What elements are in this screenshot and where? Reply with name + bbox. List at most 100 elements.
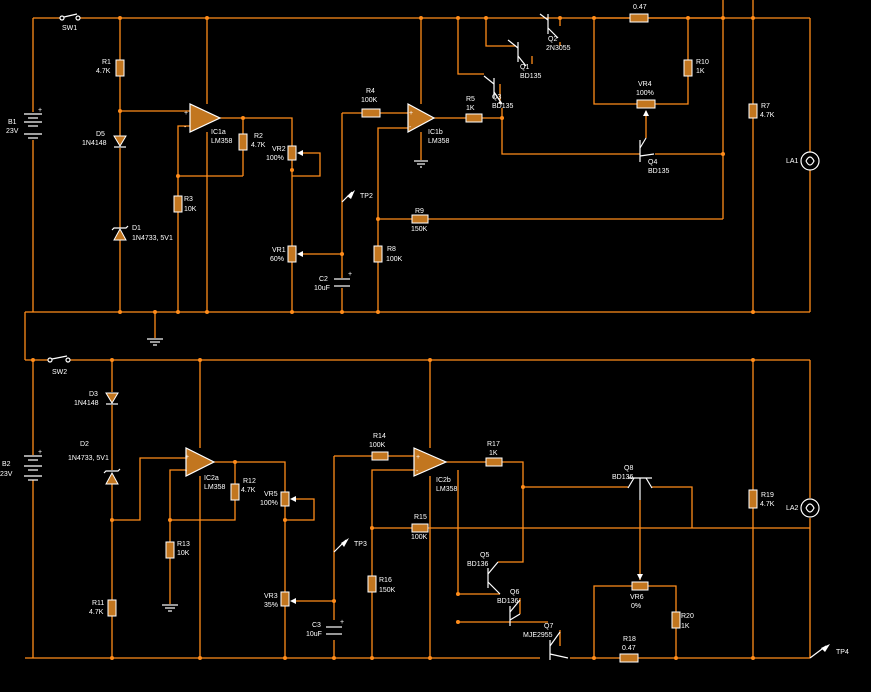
r19-value: 4.7K xyxy=(760,501,775,508)
r1-ref: R1 xyxy=(102,59,111,66)
junction-dots xyxy=(31,16,755,660)
d2-value: 1N4733, 5V1 xyxy=(68,455,109,462)
r13-value: 10K xyxy=(177,550,190,557)
vr1-value: 60% xyxy=(270,256,284,263)
potentiometer-vr5: VR5 100% xyxy=(260,491,296,507)
resistor-r17: R17 1K xyxy=(485,441,503,467)
svg-text:+: + xyxy=(416,454,420,461)
resistor-r10: R10 1K xyxy=(683,59,709,77)
vr1-ref: VR1 xyxy=(272,247,286,254)
r3-ref: R3 xyxy=(184,196,193,203)
d2-ref: D2 xyxy=(80,441,89,448)
q8-value: BD136 xyxy=(612,474,634,481)
r7-ref: R7 xyxy=(761,103,770,110)
q5-value: BD136 xyxy=(467,561,489,568)
resistor-r15: R15 100K xyxy=(411,514,429,541)
resistor-r20: R20 1K xyxy=(671,611,694,630)
d1-value: 1N4733, 5V1 xyxy=(132,235,173,242)
resistor-r11: R11 4.7K xyxy=(89,599,117,617)
sw1-label: SW1 xyxy=(62,25,77,32)
d3-ref: D3 xyxy=(89,391,98,398)
r17-ref: R17 xyxy=(487,441,500,448)
resistor-r19: R19 4.7K xyxy=(748,489,775,509)
ic2b-ref: IC2b xyxy=(436,477,451,484)
r7-value: 4.7K xyxy=(760,112,775,119)
r20-ref: R20 xyxy=(681,613,694,620)
b1-ref: B1 xyxy=(8,119,17,126)
svg-text:-: - xyxy=(416,468,419,475)
ground-symbol xyxy=(162,604,178,612)
vr6-value: 0% xyxy=(631,603,641,610)
q2-ref: Q2 xyxy=(548,36,557,43)
ground-symbol-main xyxy=(147,338,163,346)
diode-d5: D5 1N4148 xyxy=(82,131,127,148)
ic2a-value: LM358 xyxy=(204,484,226,491)
switch-sw2[interactable]: SW2 xyxy=(47,355,71,376)
c3-value: 10uF xyxy=(306,631,322,638)
capacitor-c2: + C2 10uF xyxy=(314,271,352,292)
top-circuit-wires xyxy=(24,0,811,360)
q3-value: BD135 xyxy=(492,103,514,110)
transistor-q5: Q5 BD136 xyxy=(467,552,501,595)
q7-value: MJE2955 xyxy=(523,632,553,639)
switch-sw1[interactable]: SW1 xyxy=(59,13,81,32)
r10-value: 1K xyxy=(696,68,705,75)
r2-ref: R2 xyxy=(254,133,263,140)
r9-value: 150K xyxy=(411,226,428,233)
la1-label: LA1 xyxy=(786,158,799,165)
vr5-value: 100% xyxy=(260,500,278,507)
potentiometer-vr4: VR4 100% xyxy=(636,81,656,116)
vr3-ref: VR3 xyxy=(264,593,278,600)
q5-ref: Q5 xyxy=(480,552,489,559)
d1-ref: D1 xyxy=(132,225,141,232)
svg-text:+: + xyxy=(38,449,42,456)
resistor-r12: R12 4.7K xyxy=(230,478,256,501)
vr6-ref: VR6 xyxy=(630,594,644,601)
r18-ref: R18 xyxy=(623,636,636,643)
c2-value: 10uF xyxy=(314,285,330,292)
svg-text:+: + xyxy=(185,454,189,461)
transistor-q3: Q3 BD135 xyxy=(483,75,514,110)
transistor-q4: Q4 BD135 xyxy=(639,137,670,175)
svg-text:-: - xyxy=(185,468,188,475)
c3-ref: C3 xyxy=(312,622,321,629)
r5-value: 1K xyxy=(466,105,475,112)
r1-value: 4.7K xyxy=(96,68,111,75)
ic1a-value: LM358 xyxy=(211,138,233,145)
c2-ref: C2 xyxy=(319,276,328,283)
r14-ref: R14 xyxy=(373,433,386,440)
ground-symbol xyxy=(414,160,428,168)
ic1b-value: LM358 xyxy=(428,138,450,145)
ic2b-value: LM358 xyxy=(436,486,458,493)
r8-value: 100K xyxy=(386,256,403,263)
la2-label: LA2 xyxy=(786,505,799,512)
b2-value: 23V xyxy=(0,471,13,478)
q3-ref: Q3 xyxy=(492,94,501,101)
r20-value: 1K xyxy=(681,623,690,630)
b2-ref: B2 xyxy=(2,461,11,468)
q4-ref: Q4 xyxy=(648,159,657,166)
resistor-r9: R9 150K xyxy=(411,208,429,233)
testpoint-tp3: TP3 xyxy=(333,538,367,553)
testpoint-tp2: TP2 xyxy=(341,190,373,203)
resistor-r4: R4 100K xyxy=(361,88,381,118)
r16-ref: R16 xyxy=(379,577,392,584)
r4-ref: R4 xyxy=(366,88,375,95)
q1-value: BD135 xyxy=(520,73,542,80)
zener-d2: D2 1N4733, 5V1 xyxy=(68,441,121,485)
resistor-r3: R3 10K xyxy=(173,195,197,213)
resistor-r7: R7 4.7K xyxy=(748,103,775,119)
sw2-label: SW2 xyxy=(52,369,67,376)
ic1a-ref: IC1a xyxy=(211,129,226,136)
r8-ref: R8 xyxy=(387,246,396,253)
tp2-label: TP2 xyxy=(360,193,373,200)
r4-value: 100K xyxy=(361,97,378,104)
r3-value: 10K xyxy=(184,206,197,213)
svg-text:+: + xyxy=(184,110,188,117)
vr3-value: 35% xyxy=(264,602,278,609)
resistor-r5: R5 1K xyxy=(465,96,483,123)
svg-text:-: - xyxy=(409,124,412,131)
transistor-q6: Q6 BD136 xyxy=(497,589,521,626)
battery-b2: + B2 23V xyxy=(0,449,42,481)
